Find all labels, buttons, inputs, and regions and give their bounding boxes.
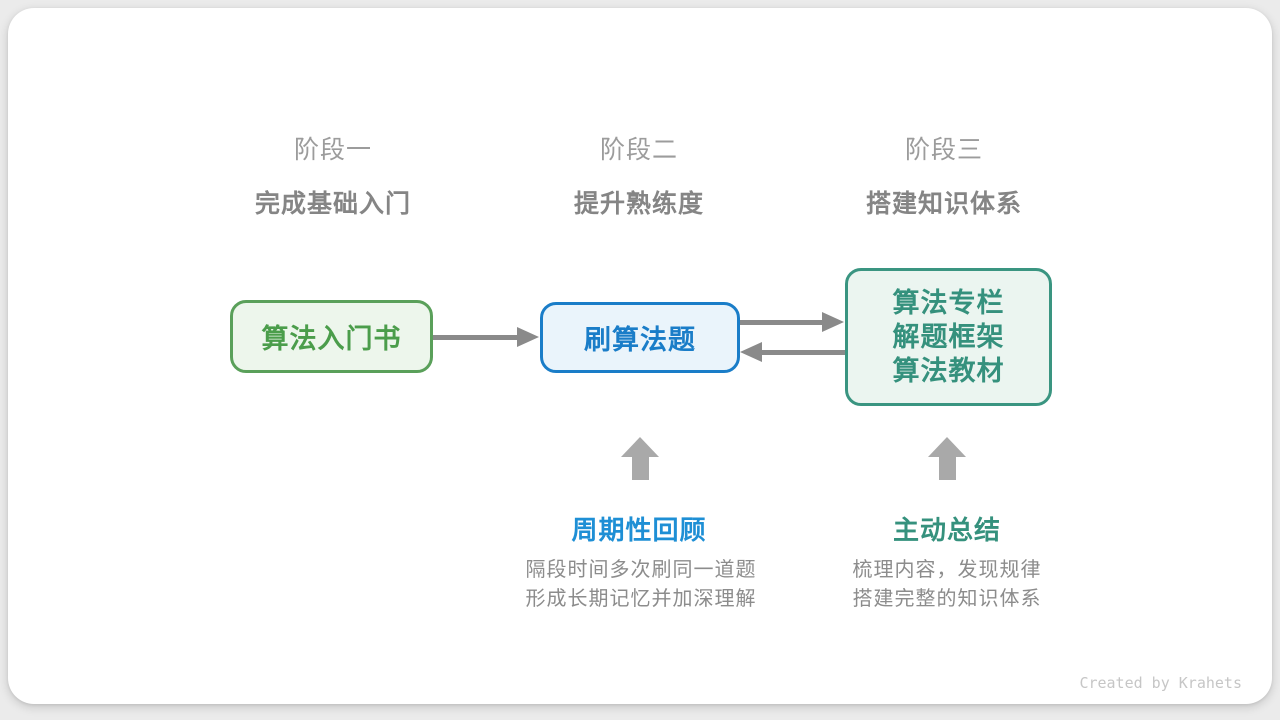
- stage-3-subtitle: 搭建知识体系: [865, 190, 1023, 218]
- stage-header-2: 阶段二 提升熟练度: [574, 130, 704, 220]
- annotation-desc-line: 搭建完整的知识体系: [852, 588, 1042, 610]
- stage-1-label: 阶段一: [293, 136, 373, 164]
- resource-line-1: 算法专栏: [892, 288, 1005, 318]
- up-arrow-icon: [928, 437, 966, 480]
- credit-text: Created by Krahets: [1079, 674, 1242, 692]
- stage-header-3: 阶段三 搭建知识体系: [866, 130, 1022, 220]
- flow-box-intro-book: 算法入门书: [230, 300, 433, 373]
- resource-line-3: 算法教材: [892, 356, 1005, 386]
- annotation-title-periodic-review: 周期性回顾: [571, 515, 707, 545]
- up-arrow-icon: [621, 437, 659, 480]
- annotation-description-active-summary: 梳理内容，发现规律 搭建完整的知识体系: [853, 556, 1042, 614]
- annotation-description-periodic-review: 隔段时间多次刷同一道题 形成长期记忆并加深理解: [526, 556, 757, 614]
- resource-line-2: 解题框架: [892, 322, 1005, 352]
- stage-header-1: 阶段一 完成基础入门: [255, 130, 411, 220]
- annotation-desc-line: 隔段时间多次刷同一道题: [525, 559, 757, 581]
- annotation-desc-line: 梳理内容，发现规律: [852, 559, 1042, 581]
- flow-box-knowledge-resources: 算法专栏 解题框架 算法教材: [845, 268, 1052, 406]
- diagram-card: 阶段一 完成基础入门 阶段二 提升熟练度 阶段三 搭建知识体系 算法入门书 刷算…: [8, 8, 1272, 704]
- annotation-title-active-summary: 主动总结: [892, 515, 1002, 545]
- annotation-desc-line: 形成长期记忆并加深理解: [525, 588, 757, 610]
- stage-3-label: 阶段三: [904, 136, 984, 164]
- stage-2-label: 阶段二: [599, 136, 679, 164]
- flow-box-practice-problems-label: 刷算法题: [584, 325, 696, 355]
- flow-box-intro-book-label: 算法入门书: [261, 324, 402, 354]
- stage-1-subtitle: 完成基础入门: [254, 190, 412, 218]
- stage-2-subtitle: 提升熟练度: [573, 190, 705, 218]
- flow-box-practice-problems: 刷算法题: [540, 302, 740, 373]
